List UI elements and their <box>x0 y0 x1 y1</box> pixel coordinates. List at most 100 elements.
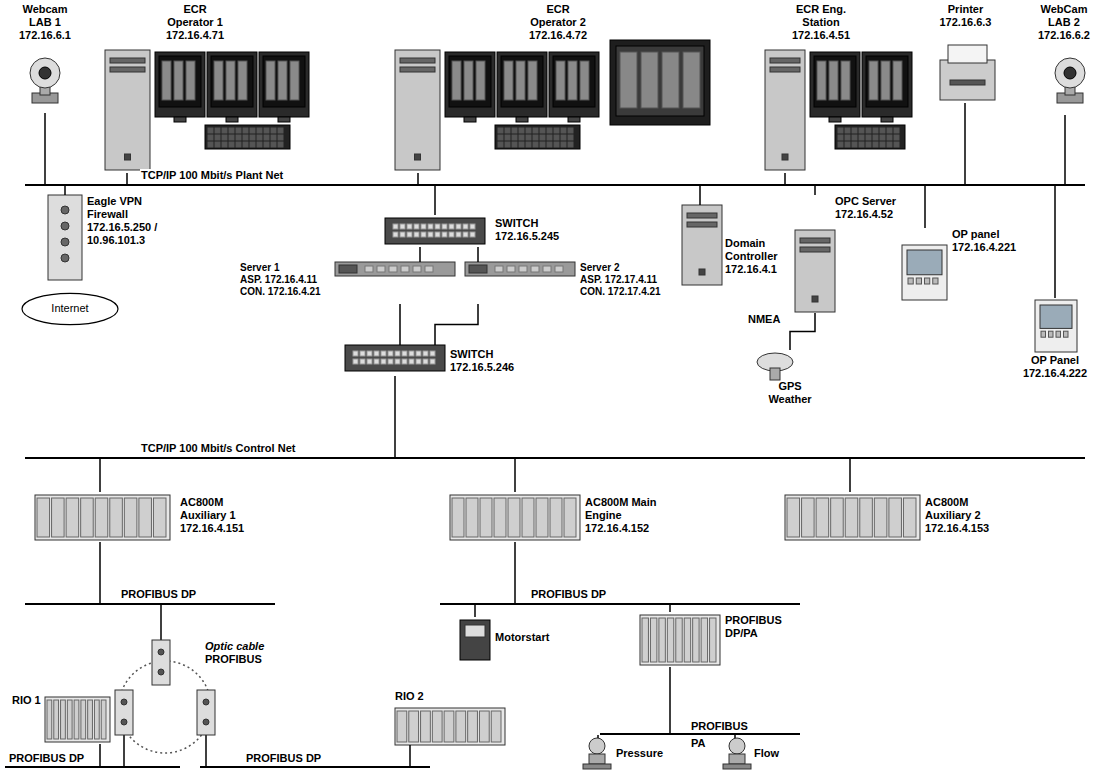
profibus-dp-bus: PROFIBUS DP <box>200 766 430 768</box>
network-cable <box>814 186 816 195</box>
key <box>250 142 255 147</box>
label-block: ECR Eng. Station172.16.4.51 <box>785 3 857 42</box>
key <box>866 135 871 140</box>
server-vent <box>425 266 433 272</box>
io-module <box>153 498 166 537</box>
key <box>229 128 234 133</box>
switch-port <box>381 359 386 364</box>
network-cable <box>964 103 966 184</box>
network-cable <box>734 735 736 738</box>
camera-lens <box>1064 67 1076 79</box>
key <box>243 142 248 147</box>
switch-port <box>360 351 365 356</box>
io-module <box>536 498 548 537</box>
device-label: OP Panel <box>1010 354 1100 367</box>
switch-port <box>400 232 405 237</box>
key <box>533 128 538 133</box>
switch-port <box>423 359 428 364</box>
printer: Printer172.16.6.3 <box>928 3 1003 103</box>
switch-port <box>409 351 414 356</box>
switch-port <box>449 232 454 237</box>
server-bezel <box>469 265 487 273</box>
switch-port <box>430 351 435 356</box>
panel-screen <box>907 250 942 275</box>
key <box>554 142 559 147</box>
switch-port <box>409 359 414 364</box>
label-block: AC800M Main Engine172.16.4.152 <box>585 492 657 535</box>
cable-label: PROFIBUS <box>205 653 262 666</box>
key <box>512 142 517 147</box>
drive-bay <box>687 213 717 218</box>
screen-faceplate <box>817 61 826 100</box>
key <box>512 128 517 133</box>
device-label: AC800M Main Engine <box>585 496 657 522</box>
monitor <box>207 52 257 117</box>
protocol-label: NMEA <box>748 313 780 326</box>
keyboard <box>205 125 290 149</box>
io-module <box>409 711 419 742</box>
key <box>866 128 871 133</box>
switch-port <box>428 224 433 229</box>
server-vent <box>413 266 421 272</box>
camera-head <box>30 58 60 88</box>
plc-rack <box>395 708 505 745</box>
network-cable <box>64 186 66 195</box>
key <box>838 142 843 147</box>
key <box>845 135 850 140</box>
screen-faceplate <box>528 61 537 100</box>
network-switch: SWITCH172.16.5.245 <box>380 215 580 247</box>
screen-faceplate <box>893 61 902 100</box>
screen-faceplate <box>186 61 195 100</box>
plc-rack <box>450 495 580 540</box>
panel-key <box>1049 331 1054 337</box>
converter-led <box>121 719 127 725</box>
motor-starter: Motorstart <box>455 617 565 662</box>
screen-faceplate <box>620 52 637 108</box>
device-label: 172.16.4.52 <box>835 208 905 221</box>
key <box>880 142 885 147</box>
panel-key <box>916 278 921 284</box>
device-label: Eagle VPN Firewall <box>87 195 179 221</box>
io-module <box>95 498 108 537</box>
key <box>526 135 531 140</box>
process-flange <box>583 764 611 769</box>
key <box>547 128 552 133</box>
io-module <box>480 498 492 537</box>
power-button <box>782 154 788 160</box>
power-button <box>415 154 421 160</box>
key <box>519 128 524 133</box>
io-module <box>522 498 534 537</box>
motor-starter-body <box>460 620 490 660</box>
internet-cloud: Internet <box>20 292 120 326</box>
label-block: SWITCH172.16.5.245 <box>495 215 575 243</box>
key <box>264 142 269 147</box>
camera-head <box>1055 58 1085 88</box>
screen-faceplate <box>580 61 589 100</box>
label-block: AC800M Auxiliary 1172.16.4.151 <box>180 492 265 535</box>
screen-faceplate <box>226 61 235 100</box>
device-label: Server 1 <box>240 262 335 274</box>
key <box>894 128 899 133</box>
monitor-stand <box>464 117 476 122</box>
switch-port <box>374 359 379 364</box>
device-label: ASP. 172.17.4.11 <box>580 274 675 286</box>
device-label: OP panel <box>952 228 1028 241</box>
network-cable <box>790 313 815 350</box>
profibus-dp-bus: PROFIBUS DP <box>25 603 275 605</box>
server-vent <box>507 266 515 272</box>
opc-server: OPC Server172.16.4.52 <box>790 195 905 313</box>
firewall-port <box>61 206 69 214</box>
key <box>278 128 283 133</box>
monitor <box>549 52 599 117</box>
profibus-pa-bus: PROFIBUSPA <box>600 733 800 735</box>
switch-port <box>393 232 398 237</box>
key <box>498 128 503 133</box>
network-cable <box>99 459 101 492</box>
profibus-drop <box>205 735 207 766</box>
label-block: OPC Server172.16.4.52 <box>835 195 905 221</box>
key <box>568 135 573 140</box>
starter-display <box>465 625 485 637</box>
network-cable <box>434 186 436 215</box>
monitor-stand <box>174 117 186 122</box>
switch-port <box>388 359 393 364</box>
